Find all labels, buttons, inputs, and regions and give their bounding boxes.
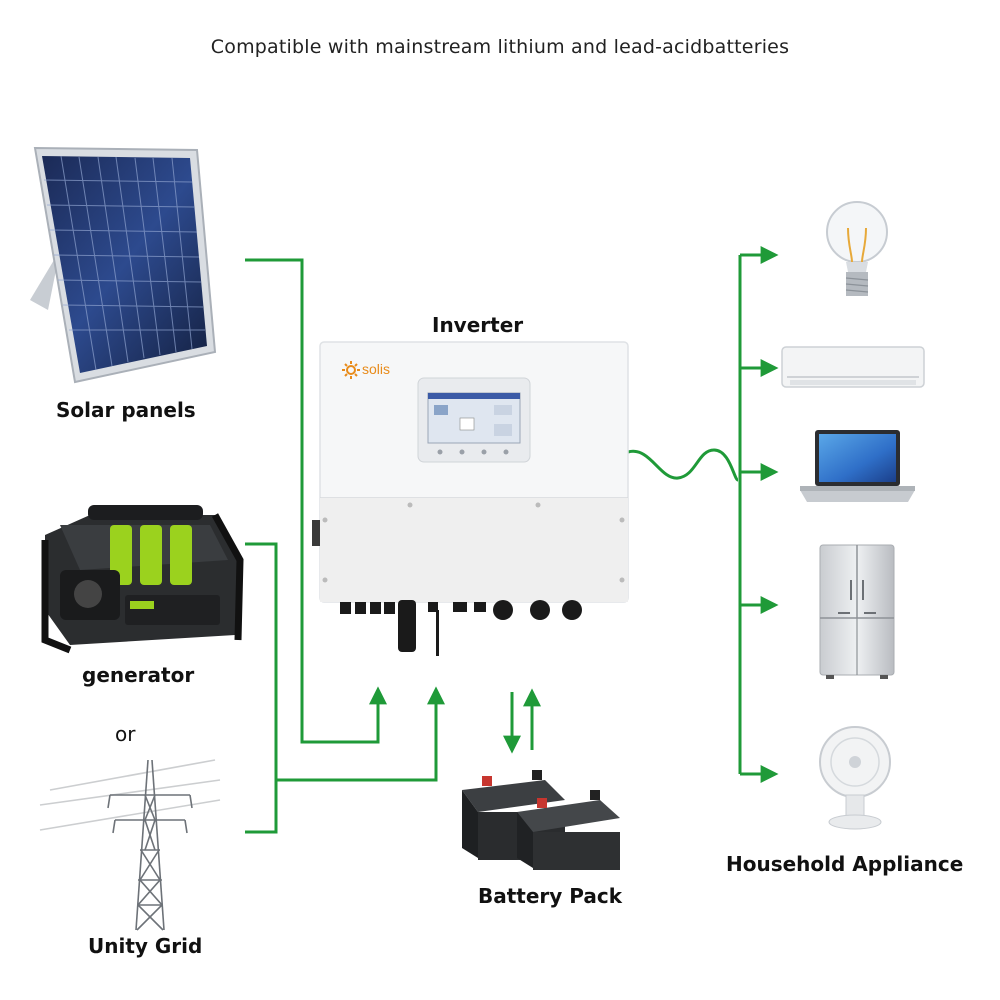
power-tower-icon	[39, 759, 221, 931]
inverter-unit	[312, 341, 629, 656]
light-bulb-icon	[826, 201, 888, 296]
label-household-appliance: Household Appliance	[726, 852, 964, 876]
solis-sun-icon	[342, 361, 360, 379]
inverter-brand: solis	[362, 361, 391, 377]
generator-icon	[41, 505, 244, 654]
label-solar-panels: Solar panels	[56, 398, 196, 422]
label-inverter: Inverter	[432, 313, 524, 337]
label-unity-grid: Unity Grid	[88, 934, 203, 958]
battery-pack-icon	[462, 770, 620, 870]
air-conditioner-icon	[781, 346, 925, 388]
page-title: Compatible with mainstream lithium and l…	[210, 36, 790, 58]
battery-flow-arrows	[503, 688, 541, 754]
label-generator: generator	[82, 663, 195, 687]
input-flow-lines	[245, 258, 445, 834]
desk-fan-icon	[819, 726, 891, 830]
label-or: or	[115, 722, 136, 746]
output-flow-lines	[627, 246, 779, 783]
label-battery-pack: Battery Pack	[478, 884, 623, 908]
refrigerator-icon	[819, 544, 895, 679]
solar-panel-icon	[30, 146, 217, 384]
laptop-icon	[800, 430, 915, 502]
